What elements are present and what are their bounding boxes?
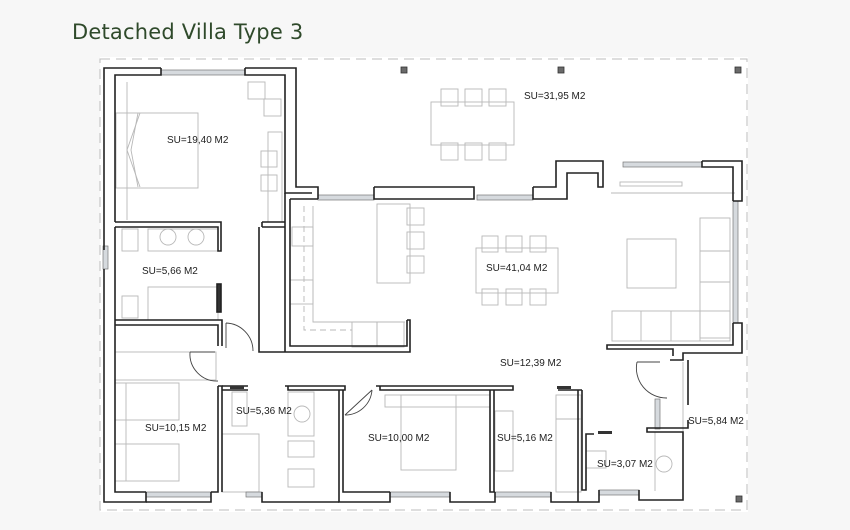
column-icon bbox=[735, 495, 743, 503]
plot-boundary bbox=[99, 58, 748, 511]
door-swing-icon bbox=[635, 361, 668, 399]
terrace-table bbox=[430, 101, 515, 146]
room-label-porch: SU=5,84 M2 bbox=[688, 416, 744, 427]
plan-sheet bbox=[100, 57, 748, 512]
room-label-bedroom-3: SU=10,00 M2 bbox=[368, 433, 430, 444]
door-swing-icon bbox=[225, 322, 254, 352]
room-label-hallway: SU=12,39 M2 bbox=[500, 358, 562, 369]
room-label-dressing: SU=5,16 M2 bbox=[497, 433, 553, 444]
doors bbox=[189, 322, 668, 416]
double-bed bbox=[115, 112, 199, 189]
windows bbox=[102, 69, 739, 498]
room-label-master-bedroom: SU=19,40 M2 bbox=[167, 135, 229, 146]
furniture bbox=[114, 81, 735, 500]
room-label-bathroom-2: SU=5,36 M2 bbox=[236, 406, 292, 417]
column-icon bbox=[400, 66, 408, 74]
door-swing-icon bbox=[189, 351, 219, 382]
room-label-living-kitchen: SU=41,04 M2 bbox=[486, 263, 548, 274]
column-icon bbox=[734, 66, 742, 74]
sliding-doors bbox=[230, 386, 612, 434]
pergola-columns bbox=[400, 66, 743, 503]
column-icon bbox=[557, 66, 565, 74]
room-label-terrace: SU=31,95 M2 bbox=[524, 91, 586, 102]
room-label-toilet: SU=3,07 M2 bbox=[597, 459, 653, 470]
page-title: Detached Villa Type 3 bbox=[72, 20, 304, 44]
door-swing-icon bbox=[344, 389, 373, 416]
room-label-bedroom-2: SU=10,15 M2 bbox=[145, 423, 207, 434]
room-label-ensuite-bath: SU=5,66 M2 bbox=[142, 266, 198, 277]
